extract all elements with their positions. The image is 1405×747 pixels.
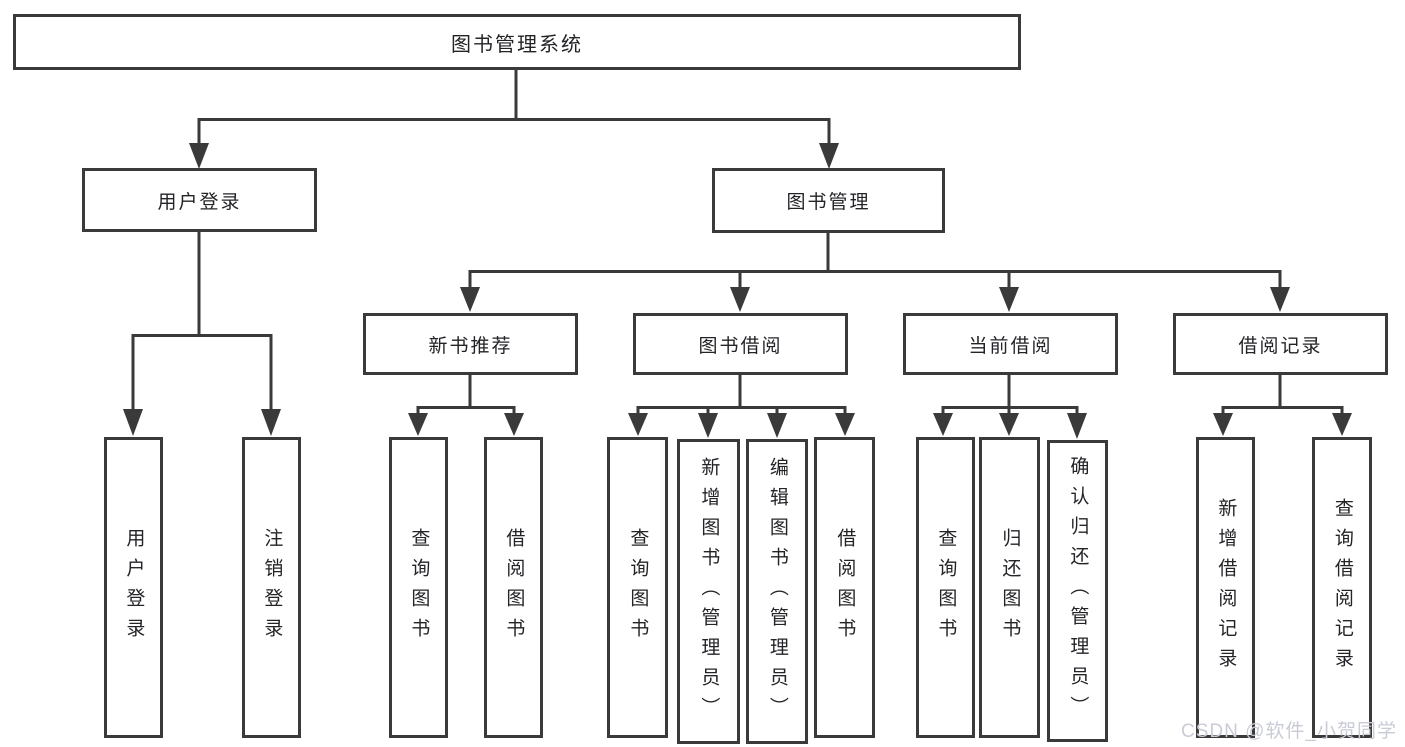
node-label: 借阅图书 xyxy=(834,527,856,648)
node-label: 新增借阅记录 xyxy=(1215,497,1237,678)
node-label: 借阅图书 xyxy=(503,527,525,648)
leaf-user-login: 用户登录 xyxy=(104,437,163,738)
leaf-bw-add-books-admin: 新增图书（管理员） xyxy=(677,439,740,744)
leaf-cb-query-books: 查询图书 xyxy=(916,437,975,738)
node-label: 用户登录 xyxy=(157,191,242,213)
node-label: 查询图书 xyxy=(935,527,957,648)
node-label: 查询借阅记录 xyxy=(1331,497,1353,678)
node-borrowing-records: 借阅记录 xyxy=(1173,313,1388,375)
node-label: 归还图书 xyxy=(999,527,1021,648)
node-label: 借阅记录 xyxy=(1238,335,1323,357)
watermark-csdn: CSDN @软件_小贺同学 xyxy=(1181,721,1397,742)
leaf-bw-edit-books-admin: 编辑图书（管理员） xyxy=(746,439,808,744)
node-label: 用户登录 xyxy=(123,527,145,648)
node-book-borrowing: 图书借阅 xyxy=(633,313,848,375)
leaf-bw-query-books: 查询图书 xyxy=(607,437,668,738)
node-label: 查询图书 xyxy=(627,527,649,648)
node-label: 注销登录 xyxy=(261,527,283,648)
leaf-nb-query-books: 查询图书 xyxy=(389,437,448,738)
node-label: 图书管理系统 xyxy=(451,33,583,56)
arrowheads xyxy=(123,143,1352,439)
node-library-management-system: 图书管理系统 xyxy=(13,14,1021,70)
node-label: 当前借阅 xyxy=(968,335,1053,357)
node-book-management: 图书管理 xyxy=(712,168,945,233)
node-label: 查询图书 xyxy=(408,527,430,648)
tree-edges xyxy=(131,70,1344,417)
leaf-nb-borrow-books: 借阅图书 xyxy=(484,437,543,738)
leaf-br-query-record: 查询借阅记录 xyxy=(1312,437,1372,738)
node-label: 新书推荐 xyxy=(428,335,513,357)
leaf-bw-borrow-books: 借阅图书 xyxy=(814,437,875,738)
node-label: 新增图书（管理员） xyxy=(698,456,720,727)
leaf-cb-confirm-return-admin: 确认归还（管理员） xyxy=(1047,440,1108,742)
node-label: 图书借阅 xyxy=(698,335,783,357)
node-current-borrowing: 当前借阅 xyxy=(903,313,1118,375)
leaf-cb-return-books: 归还图书 xyxy=(979,437,1040,738)
node-new-book-recommendation: 新书推荐 xyxy=(363,313,578,375)
leaf-br-add-record: 新增借阅记录 xyxy=(1196,437,1255,738)
node-label: 编辑图书（管理员） xyxy=(766,456,788,727)
node-label: 图书管理 xyxy=(786,192,871,213)
node-label: 确认归还（管理员） xyxy=(1067,456,1089,726)
leaf-logout: 注销登录 xyxy=(242,437,301,738)
node-user-login: 用户登录 xyxy=(82,168,317,232)
